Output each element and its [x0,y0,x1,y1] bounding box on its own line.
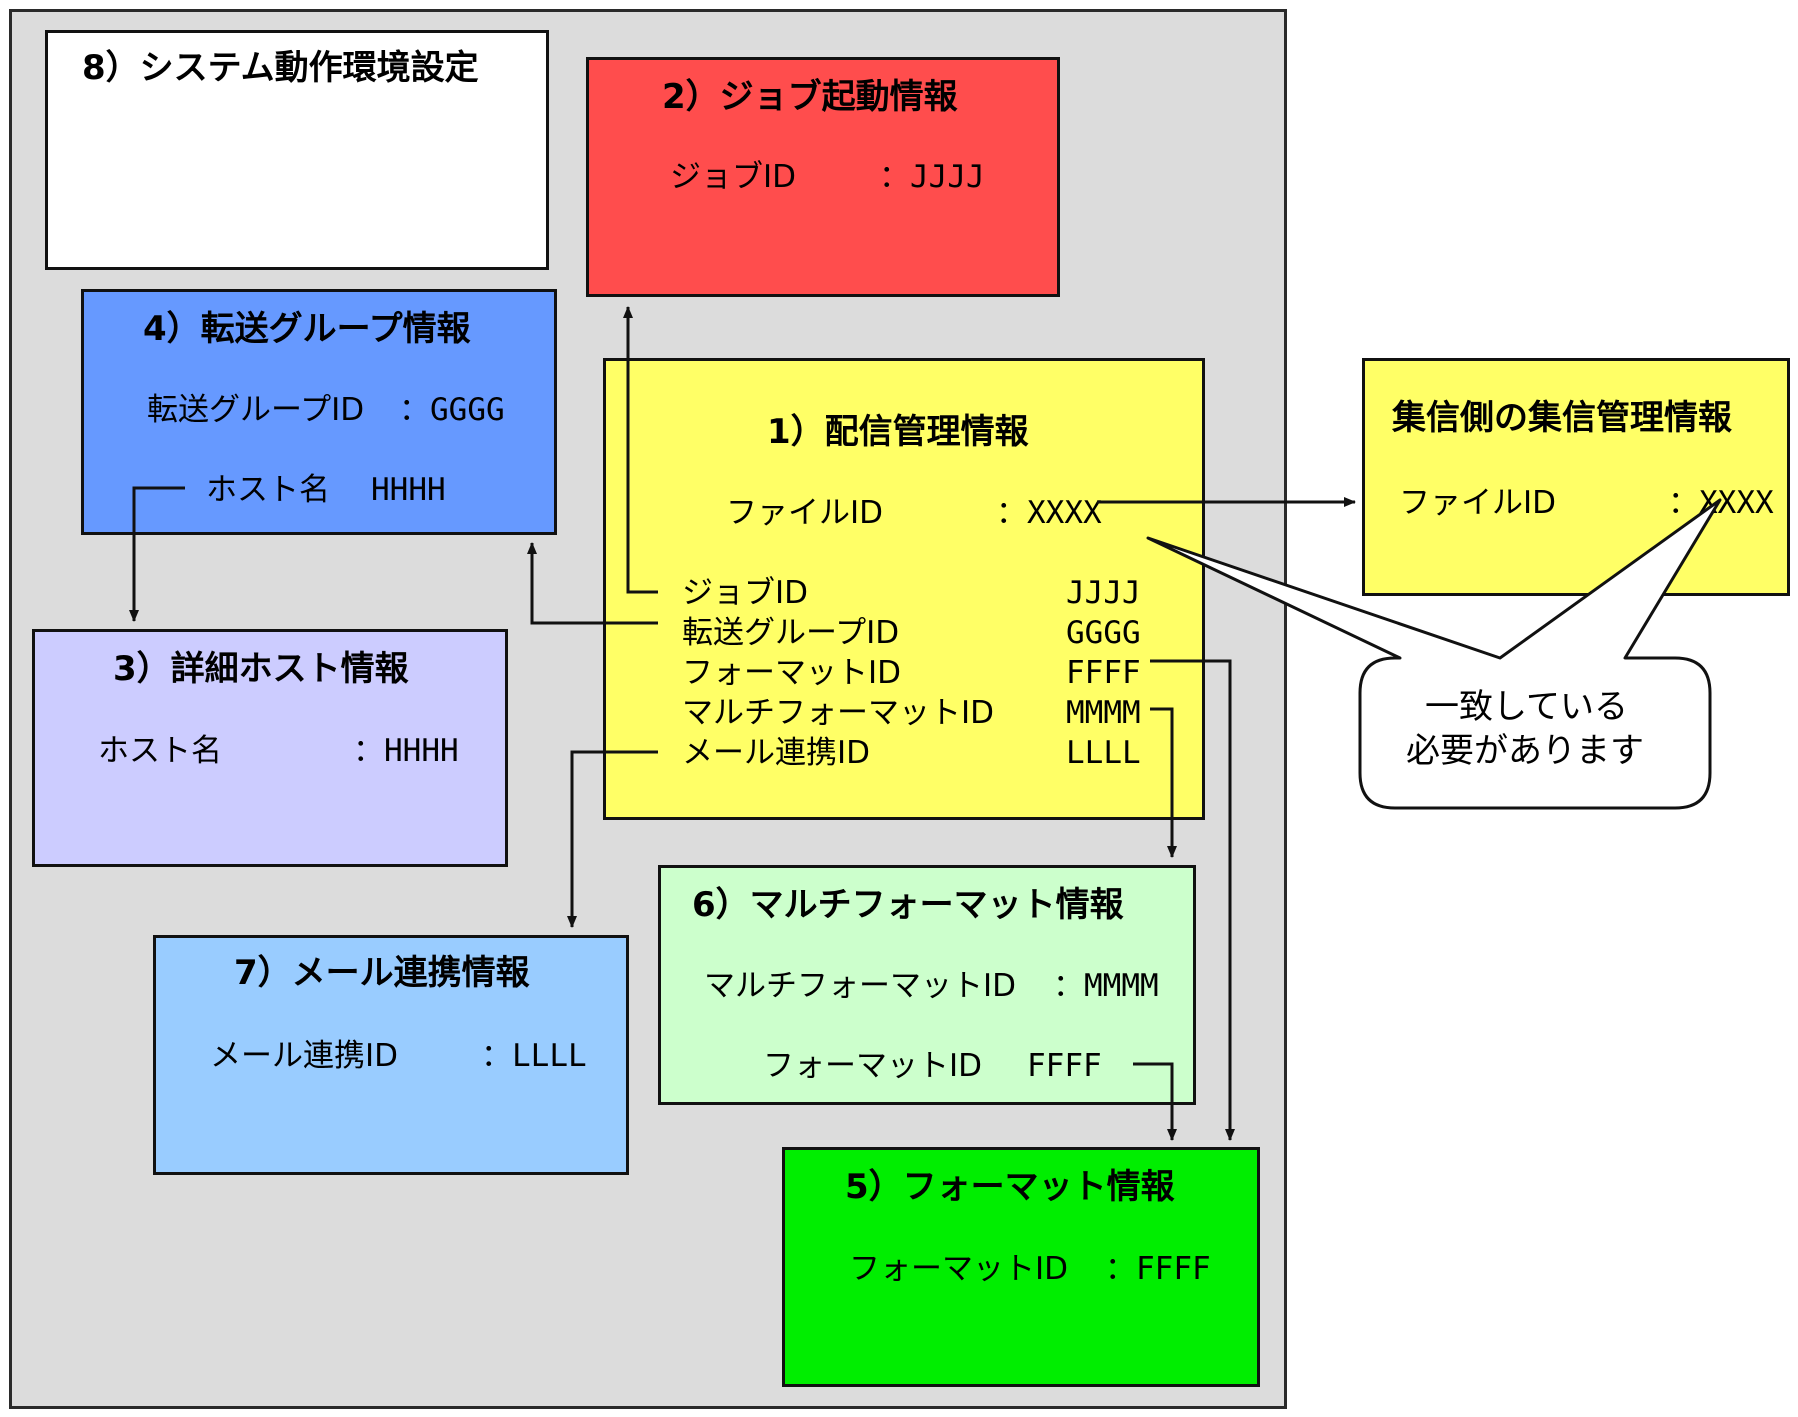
multi-format-id-value: ：MMMM [1053,968,1159,1004]
system-env-box: 8）システム動作環境設定 [45,30,549,270]
callout-text-line1: 一致している [1425,687,1628,727]
multi-format-title: 6）マルチフォーマット情報 [692,885,1124,925]
delivery-row-label: ジョブID [682,575,809,611]
delivery-row-value: GGGG [1066,615,1141,651]
arrow-host-to-detail-host [129,486,185,622]
arrow-format-id-to-format-info [1150,659,1235,1141]
callout-bubble [1146,498,1722,810]
arrow-multi-format-to-format-info [1133,1062,1177,1141]
multi-format-format-label: フォーマットID [763,1048,983,1084]
detail-host-value: ：HHHH [353,733,459,769]
format-info-box: 5）フォーマット情報 フォーマットID ：FFFF [782,1147,1260,1387]
mail-link-id-label: メール連携ID [210,1038,399,1074]
delivery-mgmt-file-id-value: ：XXXX [996,495,1102,531]
multi-format-format-value: FFFF [1027,1048,1102,1084]
transfer-group-host-label: ホスト名 [206,472,330,508]
delivery-row-value: MMMM [1066,695,1141,731]
callout-text-line2: 必要があります [1406,731,1644,771]
job-start-title: 2）ジョブ起動情報 [662,77,958,117]
format-info-id-value: ：FFFF [1105,1251,1211,1287]
detail-host-label: ホスト名 [98,733,222,769]
delivery-row-label: フォーマットID [682,655,902,691]
arrow-multi-id-to-multi-format [1150,707,1177,858]
delivery-mgmt-file-id-label: ファイルID [726,495,884,531]
delivery-mgmt-title: 1）配信管理情報 [767,412,1029,452]
collect-mgmt-file-id-value: ：XXXX [1668,485,1774,521]
detail-host-title: 3）詳細ホスト情報 [113,649,409,689]
delivery-row-label: メール連携ID [682,735,871,771]
collect-mgmt-title: 集信側の集信管理情報 [1392,398,1732,438]
arrow-job-id-to-job-start [623,306,658,594]
mail-link-title: 7）メール連携情報 [234,953,530,993]
transfer-group-id-label: 転送グループID [147,392,365,428]
transfer-group-host-value: HHHH [371,472,446,508]
delivery-mgmt-box: 1）配信管理情報 ファイルID ：XXXX ジョブID JJJJ 転送グループI… [603,358,1205,820]
transfer-group-title: 4）転送グループ情報 [143,309,471,349]
mail-link-id-value: ：LLLL [481,1038,587,1074]
arrow-group-id-to-transfer-group [527,542,658,625]
delivery-row-label: 転送グループID [682,615,900,651]
delivery-row-value: FFFF [1066,655,1141,691]
mail-link-box: 7）メール連携情報 メール連携ID ：LLLL [153,935,629,1175]
collect-mgmt-file-id-label: ファイルID [1399,485,1557,521]
delivery-row-value: LLLL [1066,735,1141,771]
system-env-title: 8）システム動作環境設定 [82,48,479,88]
transfer-group-box: 4）転送グループ情報 転送グループID ：GGGG ホスト名 HHHH [81,289,557,535]
format-info-id-label: フォーマットID [849,1251,1069,1287]
collect-mgmt-box: 集信側の集信管理情報 ファイルID ：XXXX [1362,358,1790,596]
arrow-mail-id-to-mail-link [567,750,658,928]
delivery-row-label: マルチフォーマットID [682,695,995,731]
multi-format-box: 6）マルチフォーマット情報 マルチフォーマットID ：MMMM フォーマットID… [658,865,1196,1105]
job-start-job-id-value: ：JJJJ [879,159,985,195]
format-info-title: 5）フォーマット情報 [845,1167,1175,1207]
transfer-group-id-value: ：GGGG [399,392,505,428]
multi-format-id-label: マルチフォーマットID [704,968,1017,1004]
job-start-box: 2）ジョブ起動情報 ジョブID ：JJJJ [586,57,1060,297]
delivery-row-value: JJJJ [1066,575,1141,611]
job-start-job-id-label: ジョブID [670,159,797,195]
detail-host-box: 3）詳細ホスト情報 ホスト名 ：HHHH [32,629,508,867]
